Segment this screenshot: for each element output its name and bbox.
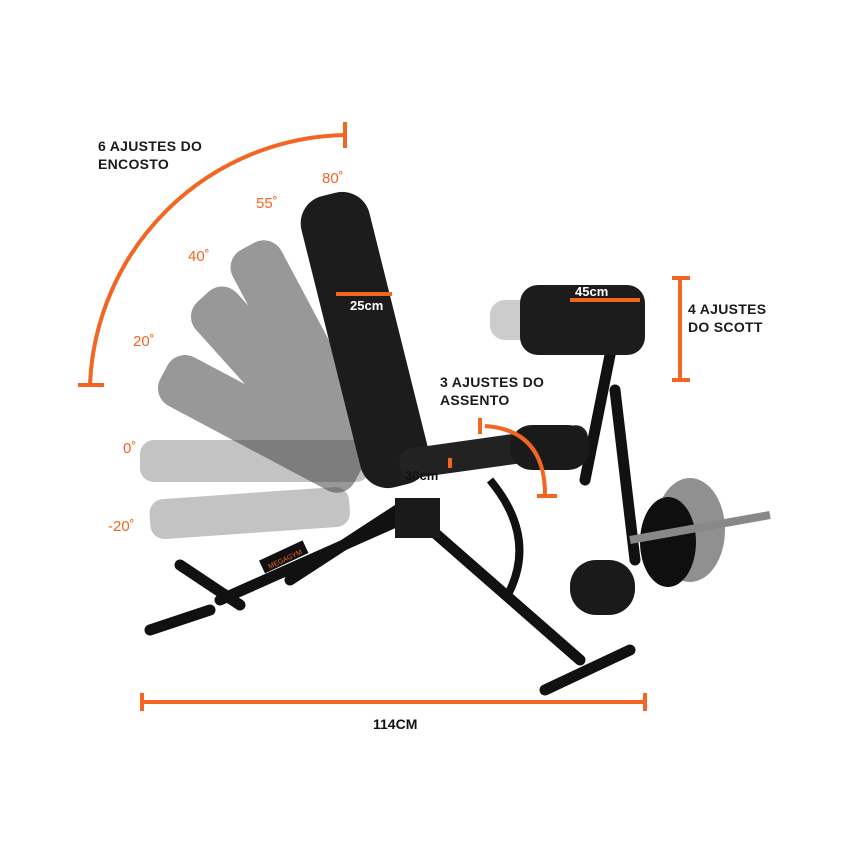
angle-label: 40˚ [188,248,210,265]
backrest-width-label: 25cm [350,298,384,313]
angle-label: 80˚ [322,170,344,187]
angle-label: 20˚ [133,333,155,350]
scott-adjust-label: 4 AJUSTES DO SCOTT [688,301,767,335]
scott-width-label: 45cm [575,284,609,299]
seat-width-label: 30cm [405,468,439,483]
angle-label: 55˚ [256,195,278,212]
length-label: 114CM [373,716,418,732]
angle-label: 0˚ [123,440,137,457]
seat-adjust-label: 3 AJUSTES DO ASSENTO [440,374,545,408]
backrest-adjust-label: 6 AJUSTES DO ENCOSTO [98,138,203,172]
angle-label: -20˚ [108,518,135,535]
